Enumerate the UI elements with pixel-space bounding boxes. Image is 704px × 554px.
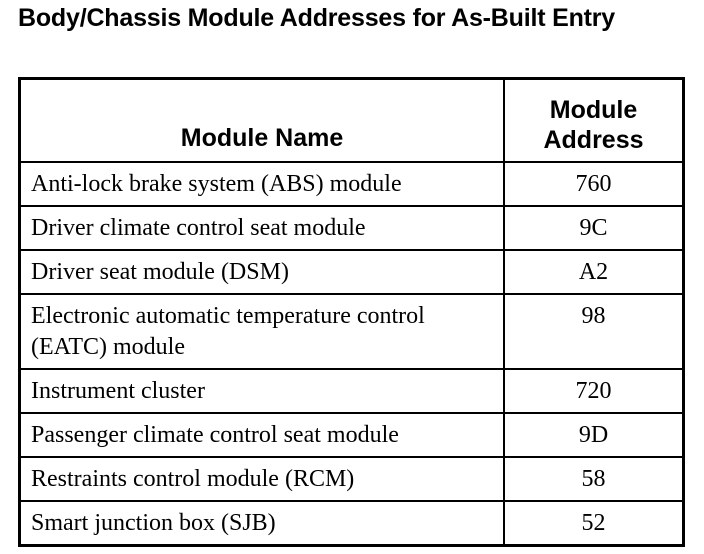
- table-row: Driver climate control seat module 9C: [18, 205, 685, 251]
- module-name-cell: Anti-lock brake system (ABS) module: [18, 161, 506, 207]
- table-row: Instrument cluster 720: [18, 368, 685, 414]
- table-header-row: Module Name Module Address: [18, 77, 685, 163]
- table-row: Driver seat module (DSM) A2: [18, 249, 685, 295]
- table-row: Passenger climate control seat module 9D: [18, 412, 685, 458]
- module-address-cell: 720: [503, 368, 685, 414]
- document-title: Body/Chassis Module Addresses for As-Bui…: [18, 4, 615, 32]
- header-module-address: Module Address: [503, 77, 685, 163]
- module-name-cell: Instrument cluster: [18, 368, 506, 414]
- module-address-cell: 9D: [503, 412, 685, 458]
- module-name-cell: Electronic automatic temperature control…: [18, 293, 506, 370]
- module-address-cell: 52: [503, 500, 685, 547]
- module-name-cell: Driver seat module (DSM): [18, 249, 506, 295]
- module-name-cell: Restraints control module (RCM): [18, 456, 506, 502]
- module-address-cell: 9C: [503, 205, 685, 251]
- module-address-cell: 58: [503, 456, 685, 502]
- table-row: Restraints control module (RCM) 58: [18, 456, 685, 502]
- header-module-name: Module Name: [18, 77, 506, 163]
- module-name-cell: Passenger climate control seat module: [18, 412, 506, 458]
- table-row: Anti-lock brake system (ABS) module 760: [18, 161, 685, 207]
- table-row: Smart junction box (SJB) 52: [18, 500, 685, 547]
- module-address-table: Module Name Module Address Anti-lock bra…: [18, 77, 685, 547]
- module-name-cell: Smart junction box (SJB): [18, 500, 506, 547]
- table-row: Electronic automatic temperature control…: [18, 293, 685, 370]
- module-address-cell: 98: [503, 293, 685, 370]
- header-address-line1: Module: [549, 96, 638, 124]
- module-address-cell: A2: [503, 249, 685, 295]
- header-address-line2: Address: [543, 126, 644, 154]
- module-name-cell: Driver climate control seat module: [18, 205, 506, 251]
- module-address-cell: 760: [503, 161, 685, 207]
